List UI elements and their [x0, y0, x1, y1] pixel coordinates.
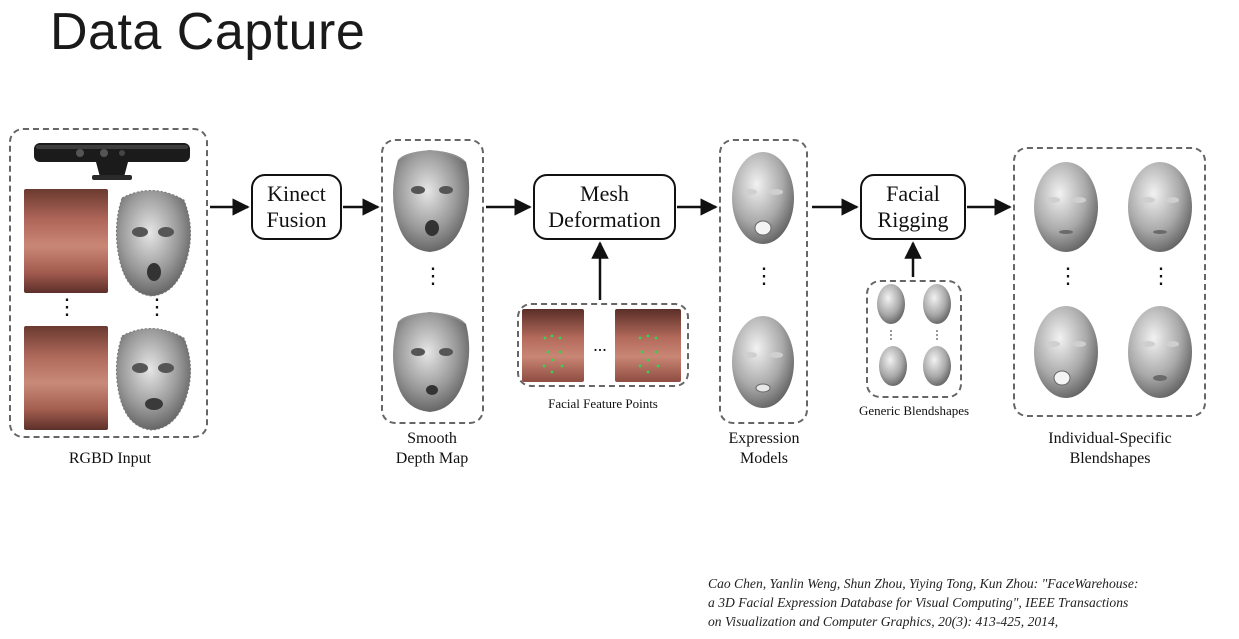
expression-model-head-top [732, 152, 794, 244]
generic-blendshape-heads [877, 284, 951, 386]
individual-blendshape-head-4 [1128, 306, 1192, 398]
depth-map-face-top [393, 150, 469, 252]
citation-line-2: a 3D Facial Expression Database for Visu… [708, 593, 1138, 612]
feature-points-markers [543, 335, 660, 374]
kinect-sensor-icon [34, 143, 190, 180]
citation-line-1: Cao Chen, Yanlin Weng, Shun Zhou, Yiying… [708, 574, 1138, 593]
individual-blendshape-head-1 [1034, 162, 1098, 252]
raw-scan-face-bottom [116, 328, 190, 430]
individual-blendshape-head-3 [1034, 306, 1098, 398]
raw-scan-face-top [116, 190, 190, 296]
depth-map-face-bottom [393, 312, 469, 412]
citation-line-3: on Visualization and Computer Graphics, … [708, 612, 1138, 631]
expression-model-head-bottom [732, 316, 794, 408]
individual-blendshape-head-2 [1128, 162, 1192, 252]
citation: Cao Chen, Yanlin Weng, Shun Zhou, Yiying… [708, 574, 1138, 631]
